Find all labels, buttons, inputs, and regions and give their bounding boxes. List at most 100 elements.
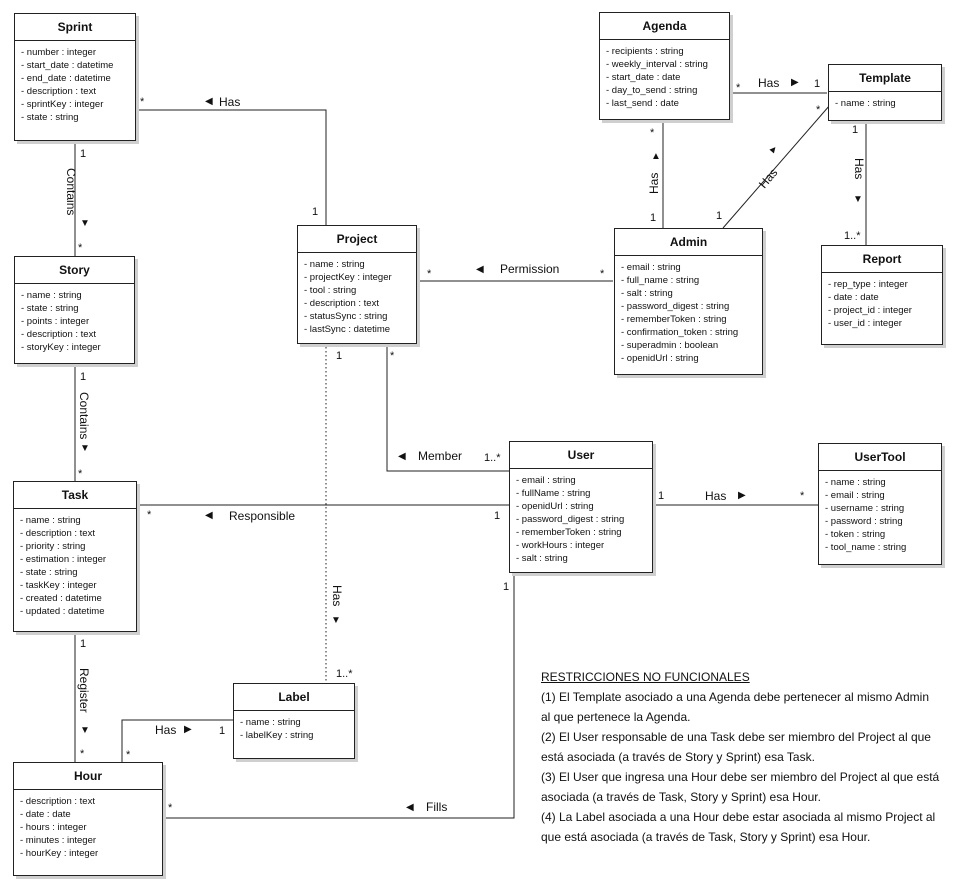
attribute: - description : text: [20, 528, 95, 539]
class-name: Label: [234, 684, 354, 711]
attribute: - salt : string: [621, 288, 673, 299]
attribute: - full_name : string: [621, 275, 700, 286]
class-name: UserTool: [819, 444, 941, 471]
direction-up-icon: ▲: [651, 151, 661, 162]
association-label: Register: [77, 668, 91, 713]
attribute: - projectKey : integer: [304, 272, 392, 283]
class-name: Project: [298, 226, 416, 253]
multiplicity: 1: [716, 210, 723, 222]
class-name: Admin: [615, 229, 762, 256]
direction-left-icon: ◀: [205, 510, 213, 521]
class-user[interactable]: User - email : string - fullName : strin…: [509, 441, 653, 573]
multiplicity: 1: [852, 124, 859, 136]
class-task[interactable]: Task - name : string - description : tex…: [13, 481, 137, 632]
multiplicity: 1: [336, 350, 343, 362]
attribute: - fullName : string: [516, 488, 591, 499]
attribute-list: - recipients : string - weekly_interval …: [600, 40, 729, 114]
multiplicity: *: [80, 748, 85, 760]
multiplicity: *: [650, 127, 655, 139]
attribute-list: - name : string - state : string - point…: [15, 284, 134, 358]
attribute: - date : date: [828, 292, 879, 303]
multiplicity: 1: [80, 371, 87, 383]
association-label: Has: [330, 585, 344, 607]
note-line: (1) El Template asociado a una Agenda de…: [541, 690, 930, 724]
multiplicity: *: [168, 802, 173, 814]
class-usertool[interactable]: UserTool - name : string - email : strin…: [818, 443, 942, 565]
attribute: - state : string: [20, 567, 78, 578]
attribute: - date : date: [20, 809, 71, 820]
class-agenda[interactable]: Agenda - recipients : string - weekly_in…: [599, 12, 730, 120]
attribute: - name : string: [304, 259, 365, 270]
attribute-list: - name : string - email : string - usern…: [819, 471, 941, 558]
association-label: Has: [705, 489, 727, 503]
attribute-list: - email : string - full_name : string - …: [615, 256, 762, 369]
direction-down-icon: ▼: [80, 725, 90, 736]
association-label: Permission: [500, 262, 560, 276]
class-name: Report: [822, 246, 942, 273]
class-name: Agenda: [600, 13, 729, 40]
direction-down-icon: ▼: [331, 615, 341, 626]
attribute: - tool : string: [304, 285, 357, 296]
attribute: - description : text: [21, 329, 96, 340]
class-report[interactable]: Report - rep_type : integer - date : dat…: [821, 245, 943, 345]
class-name: Task: [14, 482, 136, 509]
attribute: - day_to_send : string: [606, 85, 698, 96]
class-template[interactable]: Template - name : string: [828, 64, 942, 121]
attribute: - description : text: [21, 86, 96, 97]
class-label[interactable]: Label - name : string - labelKey : strin…: [233, 683, 355, 759]
class-story[interactable]: Story - name : string - state : string -…: [14, 256, 135, 364]
attribute-list: - description : text - date : date - hou…: [14, 790, 162, 864]
attribute: - rememberToken : string: [516, 527, 622, 538]
direction-right-icon: ▶: [184, 724, 192, 735]
note-line: (2) El User responsable de una Task debe…: [541, 730, 931, 764]
attribute: - state : string: [21, 112, 79, 123]
attribute: - hours : integer: [20, 822, 87, 833]
multiplicity: 1: [80, 148, 87, 160]
direction-down-icon: ▼: [853, 194, 863, 205]
attribute-list: - email : string - fullName : string - o…: [510, 469, 652, 569]
multiplicity: 1..*: [844, 230, 861, 242]
attribute: - estimation : integer: [20, 554, 107, 565]
attribute-list: - name : string: [829, 92, 941, 114]
attribute: - weekly_interval : string: [606, 59, 708, 70]
attribute: - tool_name : string: [825, 542, 907, 553]
attribute-list: - number : integer - start_date : dateti…: [15, 41, 135, 128]
attribute: - hourKey : integer: [20, 848, 99, 859]
attribute: - name : string: [835, 98, 896, 109]
attribute: - updated : datetime: [20, 606, 105, 617]
class-name: Story: [15, 257, 134, 284]
multiplicity: *: [147, 509, 152, 521]
attribute: - taskKey : integer: [20, 580, 97, 591]
multiplicity: 1: [219, 725, 226, 737]
attribute: - user_id : integer: [828, 318, 902, 329]
multiplicity: 1: [494, 510, 501, 522]
direction-left-icon: ◀: [406, 802, 414, 813]
class-admin[interactable]: Admin - email : string - full_name : str…: [614, 228, 763, 375]
direction-down-icon: ▼: [80, 443, 90, 454]
multiplicity: *: [427, 268, 432, 280]
attribute: - priority : string: [20, 541, 86, 552]
attribute-list: - name : string - description : text - p…: [14, 509, 136, 622]
association-label: Has: [155, 723, 177, 737]
multiplicity: *: [78, 468, 83, 480]
direction-left-icon: ◀: [398, 451, 406, 462]
attribute: - email : string: [516, 475, 576, 486]
class-name: Sprint: [15, 14, 135, 41]
class-sprint[interactable]: Sprint - number : integer - start_date :…: [14, 13, 136, 141]
multiplicity: 1..*: [336, 668, 353, 680]
multiplicity: *: [390, 350, 395, 362]
attribute: - name : string: [20, 515, 81, 526]
class-hour[interactable]: Hour - description : text - date : date …: [13, 762, 163, 876]
multiplicity: 1: [650, 212, 657, 224]
attribute-list: - rep_type : integer - date : date - pro…: [822, 273, 942, 334]
attribute: - end_date : datetime: [21, 73, 111, 84]
attribute: - openidUrl : string: [516, 501, 594, 512]
multiplicity: 1: [814, 78, 821, 90]
attribute: - points : integer: [21, 316, 90, 327]
class-project[interactable]: Project - name : string - projectKey : i…: [297, 225, 417, 344]
direction-down-icon: ▼: [80, 218, 90, 229]
attribute: - created : datetime: [20, 593, 102, 604]
attribute: - minutes : integer: [20, 835, 97, 846]
